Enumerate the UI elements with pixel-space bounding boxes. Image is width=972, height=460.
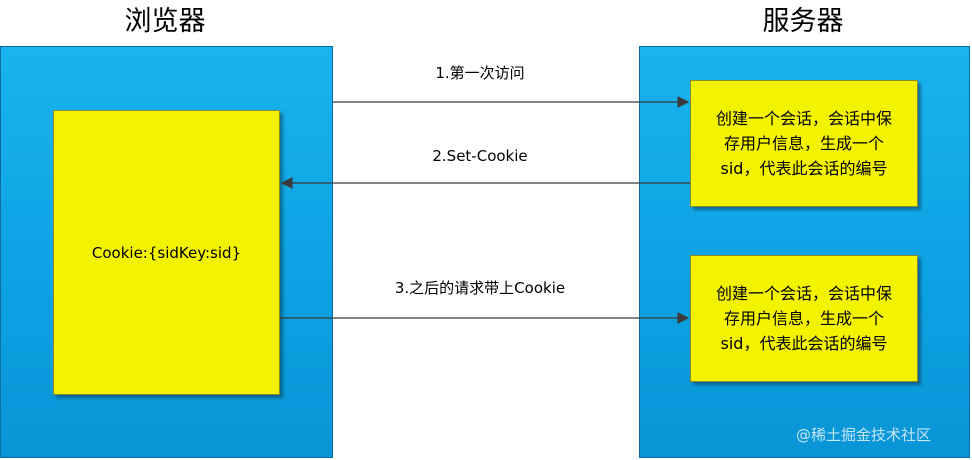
session-text-line: sid，代表此会话的编号 bbox=[720, 334, 888, 353]
cookie-label: Cookie:{sidKey:sid} bbox=[91, 243, 242, 262]
session-text: 创建一个会话，会话中保 存用户信息，生成一个 sid，代表此会话的编号 bbox=[693, 106, 915, 181]
session-text-line: 创建一个会话，会话中保 bbox=[715, 109, 892, 128]
session-box-first: 创建一个会话，会话中保 存用户信息，生成一个 sid，代表此会话的编号 bbox=[690, 80, 918, 207]
session-text-line: 存用户信息，生成一个 bbox=[723, 134, 884, 153]
server-heading: 服务器 bbox=[762, 6, 844, 37]
browser-heading: 浏览器 bbox=[124, 6, 206, 37]
cookie-box: Cookie:{sidKey:sid} bbox=[53, 110, 280, 395]
session-text-line: 创建一个会话，会话中保 bbox=[715, 284, 892, 303]
arrow-label-first-visit: 1.第一次访问 bbox=[435, 64, 525, 82]
session-text-line: sid，代表此会话的编号 bbox=[720, 159, 888, 178]
arrow-label-set-cookie: 2.Set-Cookie bbox=[432, 147, 528, 165]
session-box-second: 创建一个会话，会话中保 存用户信息，生成一个 sid，代表此会话的编号 bbox=[690, 255, 918, 382]
watermark: @稀土掘金技术社区 bbox=[796, 426, 932, 444]
session-text: 创建一个会话，会话中保 存用户信息，生成一个 sid，代表此会话的编号 bbox=[693, 281, 915, 356]
arrow-label-subsequent-request: 3.之后的请求带上Cookie bbox=[394, 279, 566, 297]
session-text-line: 存用户信息，生成一个 bbox=[723, 309, 884, 328]
